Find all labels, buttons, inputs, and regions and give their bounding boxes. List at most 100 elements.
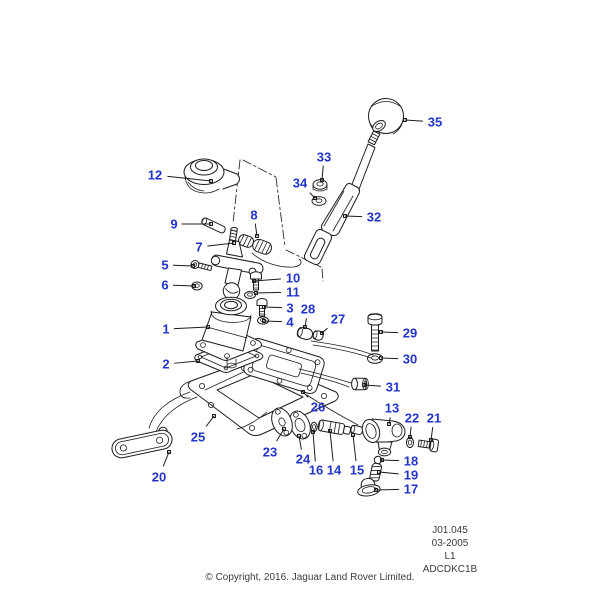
leader-line-2	[174, 360, 199, 364]
leader-dot-12	[209, 179, 213, 183]
callout-9: 9	[170, 217, 177, 232]
leader-dot-11	[254, 291, 258, 295]
leader-dot-3	[262, 305, 266, 309]
copyright-notice: © Copyright, 2016. Jaguar Land Rover Lim…	[205, 572, 415, 583]
callout-21: 21	[427, 411, 441, 426]
callout-5: 5	[161, 258, 168, 273]
part-8-spring-clip	[237, 234, 302, 268]
leader-dot-2	[196, 359, 200, 363]
part-12-gaiter-cap	[183, 158, 240, 194]
callout-28: 28	[301, 302, 315, 317]
leader-dot-6	[192, 284, 196, 288]
part-28-bush	[296, 327, 314, 340]
leader-line-3	[263, 306, 283, 309]
callout-17: 17	[404, 482, 418, 497]
leader-line-31	[363, 384, 382, 387]
callout-29: 29	[403, 326, 417, 341]
part-30-washer	[367, 353, 383, 364]
cable-curves	[148, 340, 374, 433]
leader-line-6	[172, 284, 195, 287]
leader-line-18	[381, 459, 400, 462]
leader-line-26	[302, 391, 309, 398]
leader-line-5	[172, 264, 194, 267]
part-10-bolt	[250, 271, 262, 291]
leader-dot-13	[387, 422, 391, 426]
callout-25: 25	[191, 430, 205, 445]
leader-line-34	[309, 192, 316, 199]
leader-line-17	[375, 488, 400, 491]
leader-dot-9	[209, 222, 213, 226]
leader-dot-25	[212, 414, 216, 418]
part-14-selector-shaft	[317, 419, 352, 435]
leader-dot-26	[301, 390, 305, 394]
callout-15: 15	[350, 463, 364, 478]
leader-line-21	[430, 426, 434, 441]
leader-dot-35	[403, 118, 407, 122]
callout-8: 8	[250, 208, 257, 223]
leader-line-7	[207, 242, 235, 247]
leader-dot-1	[206, 325, 210, 329]
leader-line-8	[254, 223, 258, 237]
callout-19: 19	[404, 468, 418, 483]
leader-line-4	[263, 320, 283, 323]
callout-16: 16	[309, 463, 323, 478]
leader-dot-17	[374, 488, 378, 492]
leader-dot-19	[377, 470, 381, 474]
leader-dot-33	[320, 178, 324, 182]
part-34-washer	[311, 196, 327, 206]
leader-dot-21	[429, 438, 433, 442]
callout-30: 30	[403, 352, 417, 367]
callout-10: 10	[286, 271, 300, 286]
callout-12: 12	[148, 168, 162, 183]
leader-dot-29	[379, 330, 383, 334]
part-20-cover-plate	[111, 426, 173, 459]
leader-line-11	[255, 291, 282, 294]
leader-line-16	[312, 431, 316, 462]
leader-dot-7	[232, 241, 236, 245]
leader-dot-28	[303, 325, 307, 329]
drawing-code: ADCDKC1B	[422, 564, 478, 575]
leader-dot-27	[320, 331, 324, 335]
drawing-date: 03-2005	[431, 538, 469, 549]
leader-line-32	[344, 215, 363, 218]
leader-dot-32	[343, 214, 347, 218]
leader-line-20	[162, 451, 170, 467]
leader-line-30	[380, 357, 399, 360]
callout-35: 35	[428, 115, 442, 130]
leader-line-12	[167, 175, 212, 182]
callout-23: 23	[263, 445, 277, 460]
callout-4: 4	[286, 315, 294, 330]
callout-2: 2	[162, 357, 169, 372]
callout-13: 13	[385, 401, 399, 416]
leader-dot-14	[328, 429, 332, 433]
callout-20: 20	[152, 470, 166, 485]
callout-26: 26	[311, 400, 325, 415]
leader-line-27	[321, 327, 328, 334]
drawing-sheet: L1	[444, 551, 456, 562]
callout-7: 7	[195, 240, 202, 255]
part-23-gasket	[271, 407, 293, 437]
leader-dot-15	[351, 433, 355, 437]
callout-33: 33	[317, 150, 331, 165]
phantom-lines	[232, 159, 324, 282]
part-1-turret-housing	[195, 296, 262, 369]
leader-line-35	[404, 119, 424, 122]
callout-24: 24	[296, 452, 311, 467]
part-17-plunger	[357, 477, 381, 497]
part-13-selector-housing	[361, 418, 406, 457]
leader-line-24	[298, 435, 302, 450]
leader-dot-34	[313, 196, 317, 200]
leader-dot-31	[362, 383, 366, 387]
leader-dot-8	[255, 234, 259, 238]
leader-line-14	[329, 430, 334, 462]
leader-dot-5	[191, 264, 195, 268]
leader-dot-23	[282, 427, 286, 431]
leader-dot-22	[408, 435, 412, 439]
leader-dot-4	[262, 319, 266, 323]
callout-1: 1	[162, 322, 169, 337]
leader-line-15	[352, 434, 357, 462]
callout-14: 14	[327, 463, 342, 478]
